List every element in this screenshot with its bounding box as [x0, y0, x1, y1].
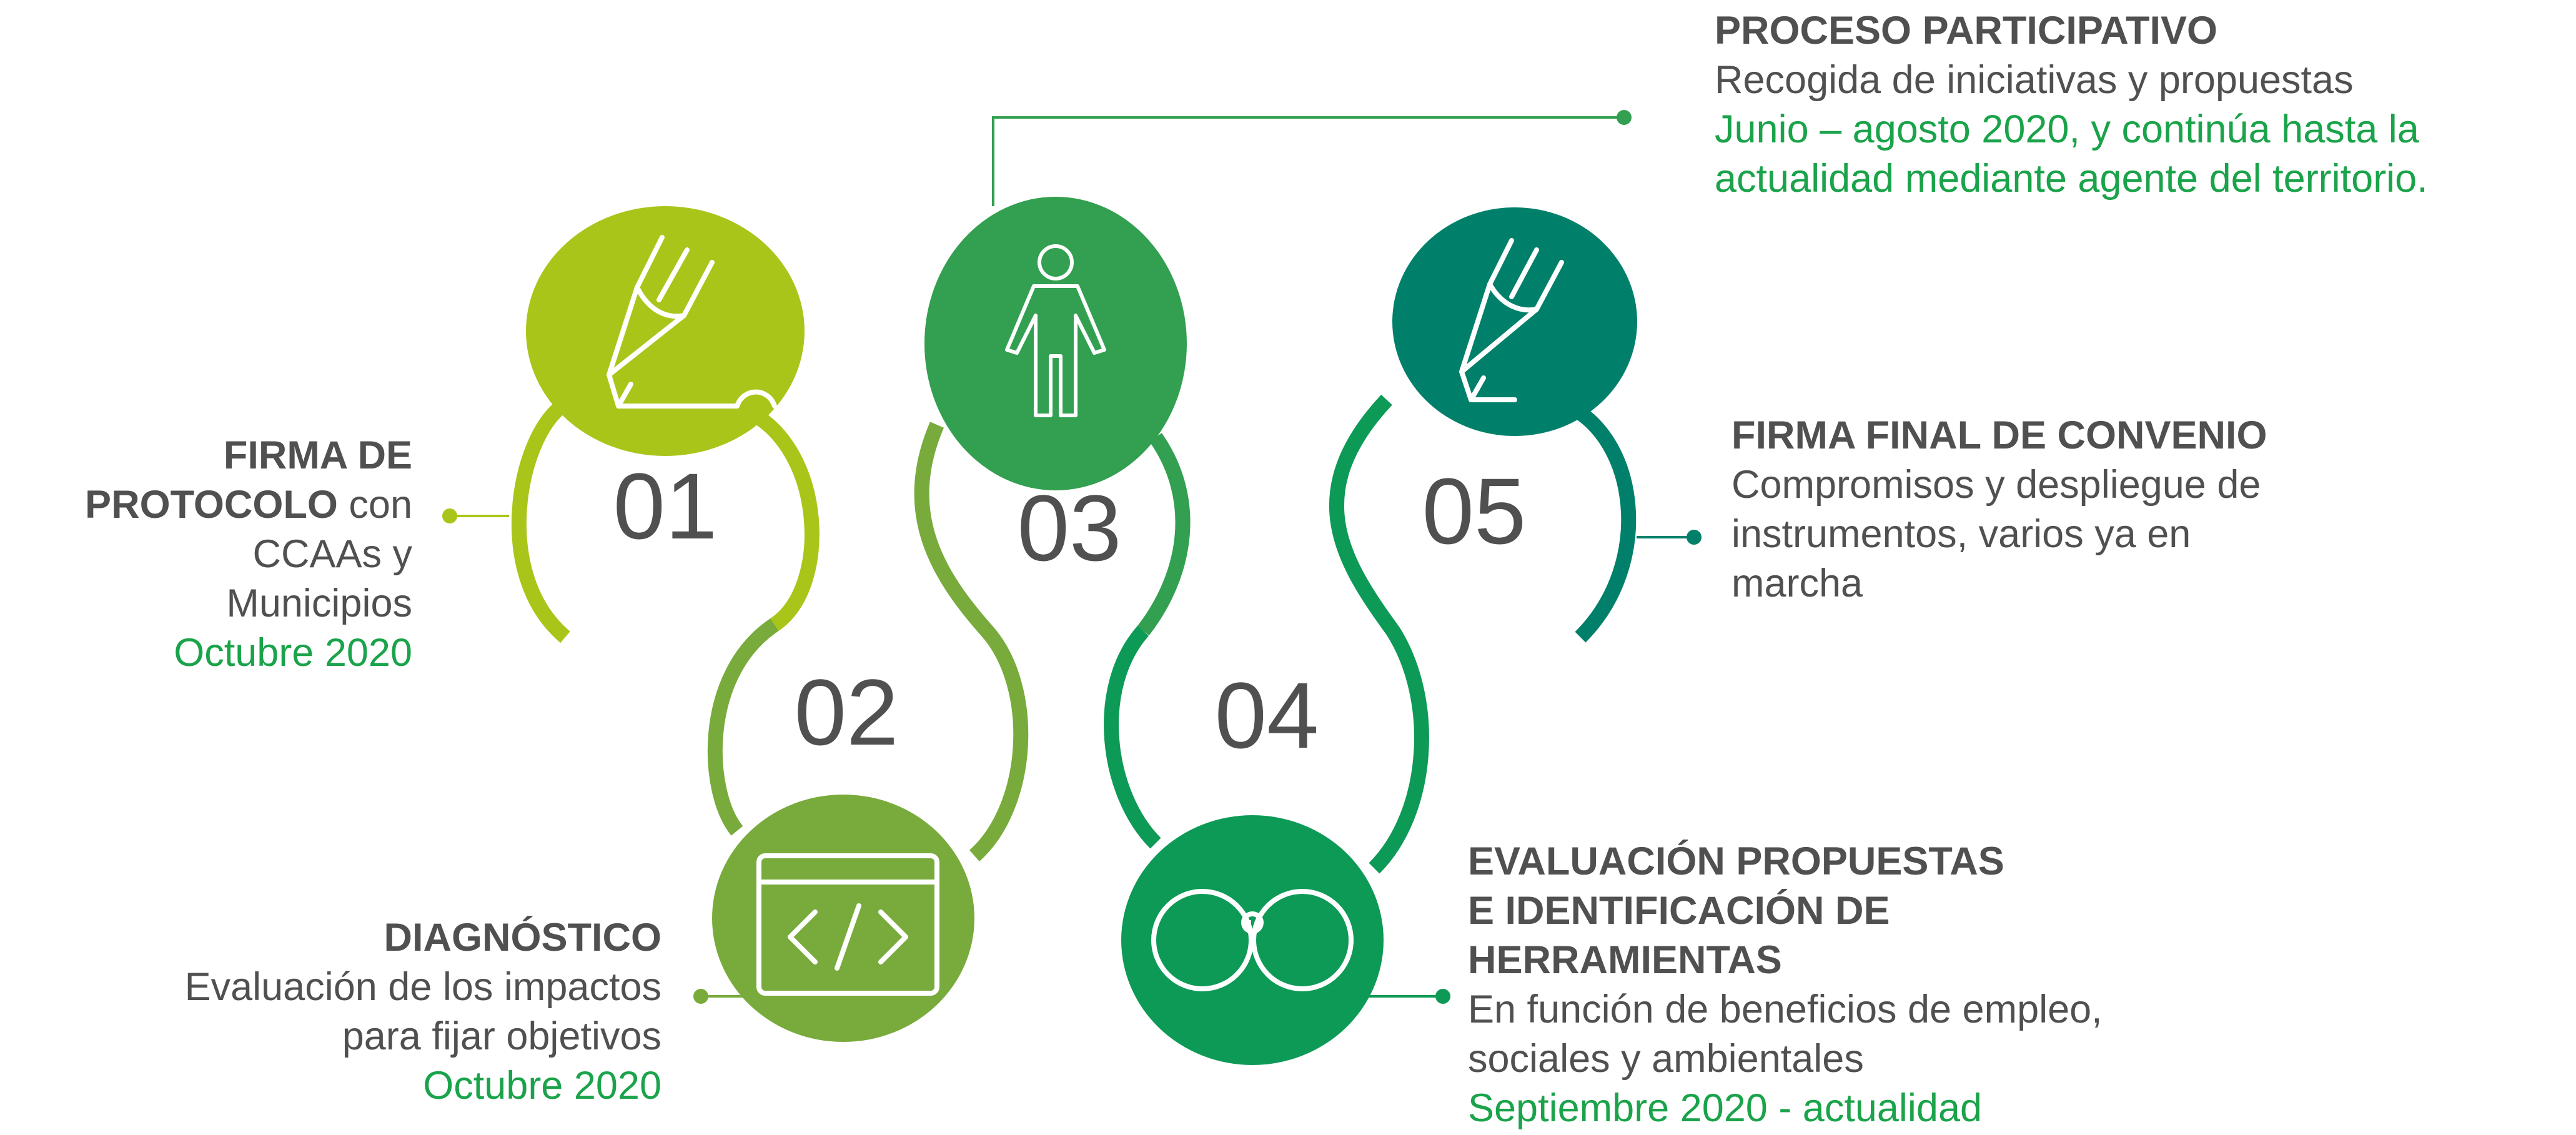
step-04-text: EVALUACIÓN PROPUESTAS E IDENTIFICACIÓN D… — [1468, 837, 2103, 1133]
step-number-01: 01 — [613, 454, 718, 558]
code-window-icon — [756, 853, 939, 996]
pencil-icon — [1459, 238, 1564, 402]
connector-03 — [992, 110, 1632, 206]
glasses-icon — [1151, 889, 1354, 991]
step-04-heading-line: E IDENTIFICACIÓN DE — [1468, 889, 1890, 933]
connector-05 — [1637, 530, 1702, 545]
track-04 — [1104, 626, 1161, 849]
step-04-heading-line: EVALUACIÓN PROPUESTAS — [1468, 840, 2004, 883]
step-02-description-line: Evaluación de los impactos — [184, 965, 661, 1009]
step-05-text: FIRMA FINAL DE CONVENIO Compromisos y de… — [1731, 411, 2267, 608]
track-02-right — [914, 422, 1029, 861]
step-03-date-line: actualidad mediante agente del territori… — [1715, 157, 2428, 201]
step-01-text: FIRMA DE PROTOCOLO con CCAAs y Municipio… — [85, 431, 412, 678]
step-03-date-line: Junio – agosto 2020, y continúa hasta la — [1715, 107, 2419, 151]
step-03-circle — [924, 197, 1187, 490]
step-05-heading: FIRMA FINAL DE CONVENIO — [1731, 414, 2267, 457]
track-01 — [511, 400, 570, 643]
step-number-03: 03 — [1018, 475, 1122, 580]
step-02-description-line: para fijar objetivos — [342, 1014, 661, 1058]
step-02-date: Octubre 2020 — [423, 1064, 661, 1108]
step-number-02: 02 — [795, 660, 899, 765]
step-03-heading: PROCESO PARTICIPATIVO — [1715, 9, 2218, 52]
step-01-date: Octubre 2020 — [174, 631, 412, 675]
step-05-description-line: marcha — [1731, 562, 1863, 605]
step-03-description-line: Recogida de iniciativas y propuestas — [1715, 58, 2354, 102]
step-number-05: 05 — [1422, 458, 1527, 563]
step-number-04: 04 — [1215, 663, 1319, 768]
step-05-description-line: instrumentos, varios ya en — [1731, 512, 2191, 556]
step-03-text: PROCESO PARTICIPATIVO Recogida de inicia… — [1715, 6, 2428, 204]
step-04-heading-line: HERRAMIENTAS — [1468, 938, 1782, 982]
step-01-heading-line: PROTOCOLO con — [85, 483, 412, 527]
track-02 — [707, 618, 779, 836]
step-05-circle — [1392, 207, 1637, 436]
track-03 — [1137, 433, 1191, 636]
person-icon — [1005, 244, 1106, 417]
connector-01 — [442, 508, 509, 523]
step-04-description-line: En función de beneficios de empleo, — [1468, 988, 2103, 1031]
step-01-heading-line: FIRMA DE — [223, 434, 412, 477]
step-02-heading: DIAGNÓSTICO — [384, 916, 661, 959]
step-01-description-line: Municipios — [226, 582, 412, 625]
step-04-date: Septiembre 2020 - actualidad — [1468, 1086, 1983, 1130]
pencil-icon — [607, 235, 777, 409]
step-05-description-line: Compromisos y despliegue de — [1731, 463, 2261, 507]
track-05 — [1564, 399, 1637, 643]
step-04-description-line: sociales y ambientales — [1468, 1037, 1864, 1081]
track-04-right — [1329, 394, 1429, 874]
step-02-text: DIAGNÓSTICO Evaluación de los impactos p… — [185, 913, 661, 1111]
track-01-right — [746, 405, 820, 631]
step-01-description-line: CCAAs y — [252, 532, 412, 576]
